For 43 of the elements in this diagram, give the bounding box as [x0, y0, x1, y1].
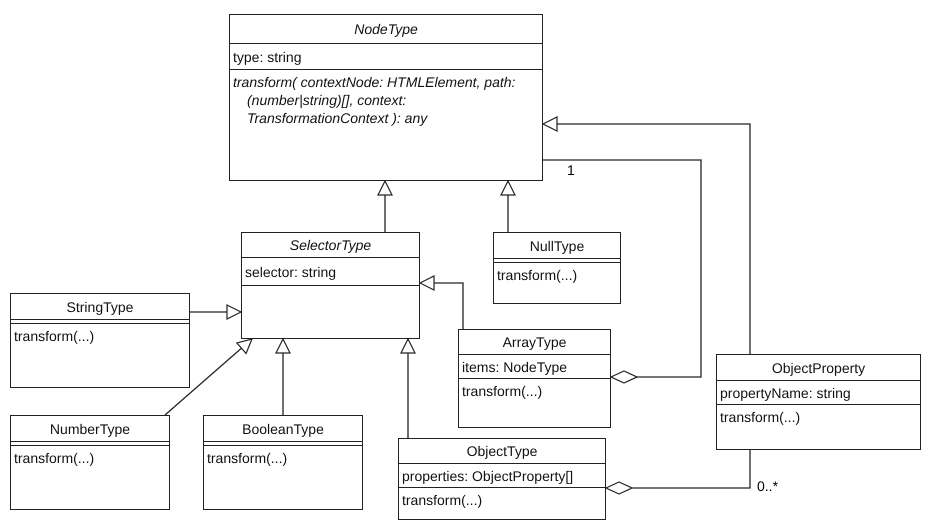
aggregation-connector: [605, 450, 751, 495]
generalization-arrow: [190, 304, 242, 320]
multiplicity-label: 1: [566, 163, 576, 177]
generalization-arrow: [400, 338, 416, 438]
generalization-arrow: [275, 338, 291, 415]
multiplicity-label: 0..*: [756, 479, 780, 493]
generalization-arrow: [500, 180, 516, 232]
class-name: NumberType: [50, 420, 130, 436]
attribute-text: selector: string: [245, 264, 336, 280]
class-box: [10, 293, 190, 388]
class-box: [398, 438, 606, 520]
class-box: [229, 14, 543, 181]
attribute-text: propertyName: string: [720, 384, 851, 400]
class-name: BooleanType: [242, 420, 324, 436]
class-name: ObjectProperty: [772, 360, 866, 376]
class-box: [458, 329, 611, 428]
attribute-text: properties: ObjectProperty[]: [402, 468, 574, 484]
method-text: transform(...): [402, 491, 484, 510]
method-text: transform(...): [462, 382, 544, 400]
attribute-text: items: NodeType: [462, 358, 568, 374]
class-name: NullType: [530, 238, 584, 254]
method-text: transform(...): [14, 327, 96, 346]
generalization-arrow: [419, 275, 464, 329]
class-box: [241, 232, 420, 339]
generalization-arrow: [377, 180, 393, 232]
class-box: [716, 354, 921, 450]
attribute-text: type: string: [233, 48, 302, 64]
class-name: NodeType: [354, 21, 418, 37]
method-text: transform(...): [497, 266, 578, 284]
generalization-arrow: [542, 116, 751, 354]
class-name: SelectorType: [290, 237, 372, 253]
class-box: [493, 232, 621, 304]
class-box: [10, 415, 170, 510]
aggregation-connector: [543, 159, 702, 384]
method-text: transform( contextNode: HTMLElement, path: (number|string)[], context: TransformationContext ): any: [233, 73, 516, 128]
class-box: [203, 415, 363, 510]
method-text: transform(...): [14, 449, 96, 468]
method-text: transform(...): [207, 449, 288, 468]
method-text: transform(...): [720, 408, 802, 426]
generalization-arrow: [164, 338, 253, 416]
class-name: StringType: [66, 298, 134, 314]
class-name: ArrayType: [502, 334, 566, 350]
class-name: ObjectType: [466, 443, 538, 459]
